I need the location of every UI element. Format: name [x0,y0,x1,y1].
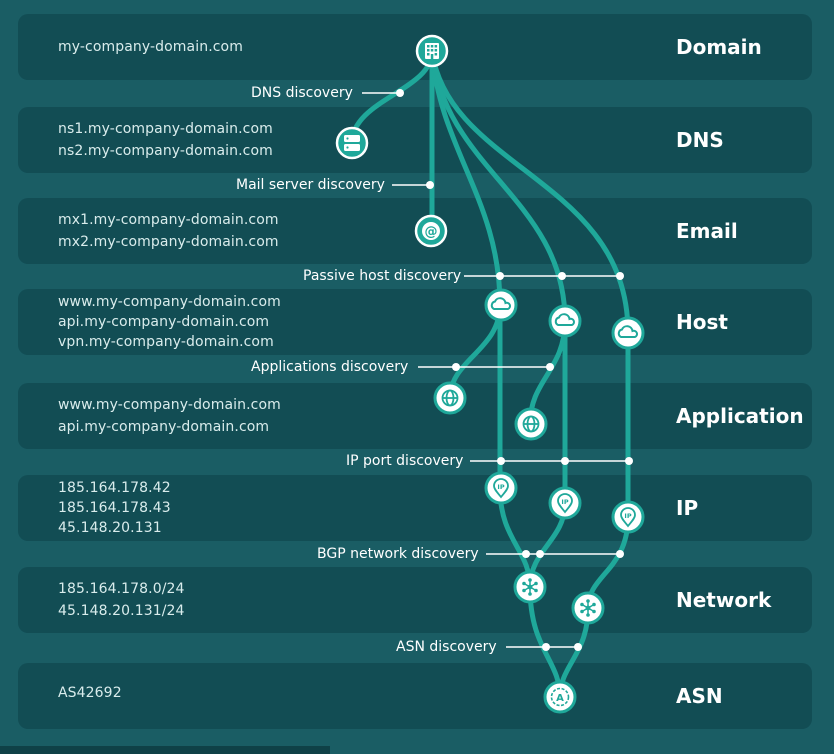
domain-label: Domain [676,35,762,59]
cloud-icon [484,288,518,322]
ip-item: 185.164.178.43 [58,500,171,516]
step-dot [396,89,404,97]
flow-path-asn-1 [527,584,563,700]
step-dots [396,89,633,651]
step-mail-server-discovery: Mail server discovery [236,177,385,193]
step-dns-discovery: DNS discovery [251,85,353,101]
asn-icon: A [543,680,577,714]
ip-pin-icon: IP [484,471,518,505]
at-sign-icon: @ [414,214,448,248]
application-items: www.my-company-domain.com api.my-company… [58,383,281,449]
ip-label: IP [676,496,699,520]
application-item: www.my-company-domain.com [58,397,281,413]
step-dot [426,181,434,189]
step-dot [497,457,505,465]
dns-item: ns1.my-company-domain.com [58,121,273,137]
domain-row: my-company-domain.com Domain [18,14,812,80]
host-label: Host [676,310,728,334]
cloud-icon [611,316,645,350]
step-dot [546,363,554,371]
step-dot [542,643,550,651]
network-label: Network [676,588,772,612]
email-row: mx1.my-company-domain.com mx2.my-company… [18,198,812,264]
host-item: vpn.my-company-domain.com [58,334,274,350]
step-asn-discovery: ASN discovery [396,639,497,655]
step-dot [574,643,582,651]
host-items: www.my-company-domain.com api.my-company… [58,289,281,355]
step-ip-port-discovery: IP port discovery [346,453,464,469]
email-item: mx2.my-company-domain.com [58,234,279,250]
dns-item: ns2.my-company-domain.com [58,143,273,159]
host-row: www.my-company-domain.com api.my-company… [18,289,812,355]
network-item: 45.148.20.131/24 [58,603,185,619]
ip-row: 185.164.178.42 185.164.178.43 45.148.20.… [18,475,812,541]
svg-text:A: A [556,693,564,704]
dns-label: DNS [676,128,724,152]
application-item: api.my-company-domain.com [58,419,270,435]
dns-items: ns1.my-company-domain.com ns2.my-company… [58,107,273,173]
flow-path-host-3 [429,49,631,336]
step-dot [522,550,530,558]
globe-icon [514,407,548,441]
network-row: 185.164.178.0/24 45.148.20.131/24 Networ… [18,567,812,633]
network-item: 185.164.178.0/24 [58,581,185,597]
step-dot [558,272,566,280]
step-dot [452,363,460,371]
globe-icon [433,381,467,415]
domain-item: my-company-domain.com [58,39,243,55]
email-item: mx1.my-company-domain.com [58,212,279,228]
cloud-icon [548,304,582,338]
step-dot [536,550,544,558]
step-dot [616,550,624,558]
ip-item: 185.164.178.42 [58,480,171,496]
ip-items: 185.164.178.42 185.164.178.43 45.148.20.… [58,475,171,541]
domain-items: my-company-domain.com [58,14,243,80]
step-bgp-network-discovery: BGP network discovery [317,546,479,562]
network-hub-icon [513,570,547,604]
step-dot [616,272,624,280]
building-icon [415,34,449,68]
svg-text:IP: IP [497,483,504,491]
step-passive-host-discovery: Passive host discovery [303,268,462,284]
server-icon [335,126,369,160]
host-item: api.my-company-domain.com [58,314,270,330]
svg-text:@: @ [425,225,438,240]
ip-item: 45.148.20.131 [58,520,162,536]
svg-text:IP: IP [624,512,631,520]
application-label: Application [676,404,804,428]
email-items: mx1.my-company-domain.com mx2.my-company… [58,198,279,264]
step-dot [625,457,633,465]
ip-pin-icon: IP [611,500,645,534]
asn-label: ASN [676,684,723,708]
dns-row: ns1.my-company-domain.com ns2.my-company… [18,107,812,173]
application-row: www.my-company-domain.com api.my-company… [18,383,812,449]
host-item: www.my-company-domain.com [58,294,281,310]
bottom-tab [0,746,330,754]
step-applications-discovery: Applications discovery [251,359,409,375]
svg-text:IP: IP [561,498,568,506]
asn-items: AS42692 [58,683,122,729]
step-dot [561,457,569,465]
asn-item: AS42692 [58,685,122,701]
network-items: 185.164.178.0/24 45.148.20.131/24 [58,567,185,633]
step-dot [496,272,504,280]
email-label: Email [676,219,738,243]
flow-path-dns [349,49,435,146]
ip-pin-icon: IP [548,486,582,520]
network-hub-icon [571,591,605,625]
asn-row: AS42692 ASN [18,663,812,729]
